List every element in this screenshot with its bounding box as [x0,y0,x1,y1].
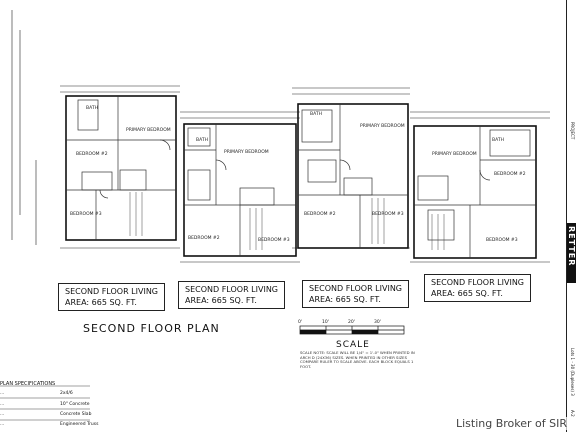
title-block-firm-mark: RETTER [567,226,576,267]
area-line-2: AREA: 665 SQ. FT. [309,295,381,304]
listing-watermark: Listing Broker of SIR [452,417,570,430]
plan-title: SECOND FLOOR PLAN [83,322,220,335]
area-line-2: AREA: 665 SQ. FT. [65,298,137,307]
area-line-1: SECOND FLOOR LIVING [185,285,279,294]
area-line-1: SECOND FLOOR LIVING [309,284,403,293]
room-label-bath: BATH [196,138,208,143]
spec-value: Concrete Slab [60,412,92,417]
room-label-primary-bedroom: PRIMARY BEDROOM [432,152,477,157]
room-label-bedroom-2: BEDROOM #2 [188,236,220,241]
scale-tick-10: 10' [322,320,329,325]
spec-key: ... [0,402,5,407]
room-label-bedroom-3: BEDROOM #3 [258,238,290,243]
room-label-bath: BATH [492,138,504,143]
room-label-bath: BATH [86,106,98,111]
unit-2-area-label: SECOND FLOOR LIVING AREA: 665 SQ. FT. [178,281,286,309]
spec-value: 10" Concrete [60,402,90,407]
room-label-bedroom-3: BEDROOM #3 [372,212,404,217]
area-line-1: SECOND FLOOR LIVING [431,278,525,287]
room-label-bedroom-3: BEDROOM #3 [70,212,102,217]
area-line-2: AREA: 665 SQ. FT. [185,296,257,305]
room-label-primary-bedroom: PRIMARY BEDROOM [126,128,171,133]
room-label-bath: BATH [310,112,322,117]
room-label-bedroom-3: BEDROOM #3 [486,238,518,243]
title-block-address: Lots 1 - 30 (Duplexes) 3 [570,348,575,396]
spec-key: ... [0,412,5,417]
scale-tick-20: 20' [348,320,355,325]
area-line-2: AREA: 665 SQ. FT. [431,289,503,298]
spec-key: ... [0,422,5,427]
title-block-sheet-id: A-2 [570,410,575,417]
scale-tick-30: 30' [374,320,381,325]
room-label-bedroom-2: BEDROOM #2 [494,172,526,177]
spec-key: ... [0,391,5,396]
scale-title: SCALE [336,340,370,350]
area-line-1: SECOND FLOOR LIVING [65,287,159,296]
plan-spec-heading: PLAN SPECIFICATIONS [0,381,56,387]
spec-value: 2x4/6 [60,391,73,396]
room-label-bedroom-2: BEDROOM #2 [304,212,336,217]
title-block-firm-panel [567,223,576,283]
unit-3-area-label: SECOND FLOOR LIVING AREA: 665 SQ. FT. [302,280,410,308]
title-block [566,0,576,432]
scale-tick-0: 0' [298,320,303,325]
room-label-primary-bedroom: PRIMARY BEDROOM [360,124,405,129]
scale-note: SCALE NOTE: SCALE WILL BE 1/4" = 1'-0" W… [300,350,415,369]
unit-1-area-label: SECOND FLOOR LIVING AREA: 665 SQ. FT. [58,283,166,311]
room-label-primary-bedroom: PRIMARY BEDROOM [224,150,269,155]
unit-4-area-label: SECOND FLOOR LIVING AREA: 665 SQ. FT. [424,274,532,302]
title-block-project-label: PROJECT [570,122,575,140]
spec-value: Engineered Truss [60,422,99,427]
room-label-bedroom-2: BEDROOM #2 [76,152,108,157]
